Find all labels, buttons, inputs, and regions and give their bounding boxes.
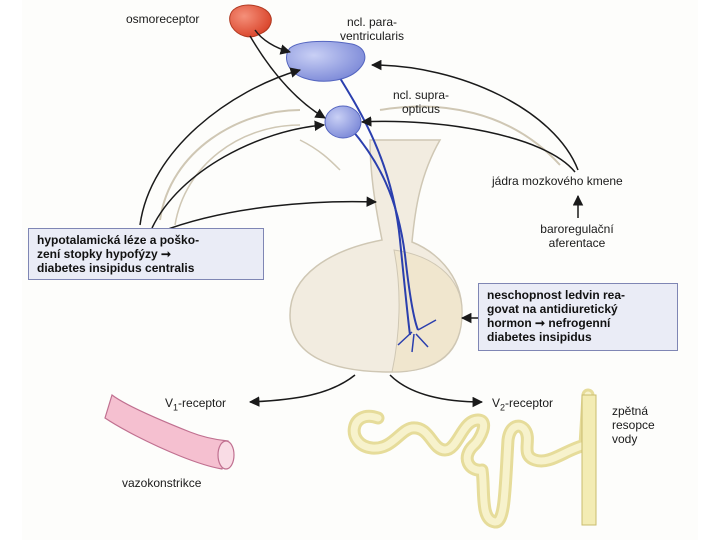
blood-vessel-lumen — [217, 440, 235, 470]
brain-outline-left-inner — [174, 124, 301, 226]
label-v1-receptor: V1-receptor — [165, 396, 227, 413]
label-water-reabsorption: zpětná resopce vody — [612, 404, 655, 446]
blood-vessel — [104, 393, 229, 470]
label-baroregulation-line2: aferentace — [548, 236, 606, 250]
label-water-reabsorption-line1: zpětná — [612, 404, 649, 418]
v1-suffix: -receptor — [178, 396, 227, 410]
label-water-reabsorption-line3: vody — [612, 432, 638, 446]
posterior-pituitary-lobe — [391, 249, 463, 373]
arrow-lesion-to-paraventricular — [139, 67, 302, 226]
central-diabetes-line3: diabetes insipidus centralis — [37, 261, 195, 275]
central-diabetes-line1: hypotalamická léze a poško- — [37, 233, 200, 247]
label-water-reabsorption-line2: resopce — [612, 418, 655, 432]
collecting-duct — [581, 394, 597, 526]
arrow-osmoreceptor-to-supraoptic — [249, 35, 326, 119]
v2-suffix: -receptor — [505, 396, 554, 410]
nephrogenic-diabetes-line1: neschopnost ledvin rea- — [487, 288, 626, 302]
third-ventricle-line — [299, 139, 341, 171]
arrow-osmoreceptor-to-paraventricular — [254, 29, 292, 55]
label-brainstem-nuclei: jádra mozkového kmene — [492, 174, 623, 188]
label-baroregulation-line1: baroregulační — [540, 222, 614, 236]
brain-outline-left — [159, 109, 301, 221]
label-v2-receptor: V2-receptor — [492, 396, 554, 413]
v1-subscript: 1 — [173, 402, 179, 413]
label-supraopticus-line1: ncl. supra- — [392, 88, 450, 102]
label-vasoconstriction: vazokonstrikce — [122, 476, 202, 490]
label-baroregulation: baroregulační aferentace — [522, 222, 632, 250]
nephrogenic-diabetes-line3: hormon ➞ nefrogenní — [487, 316, 611, 330]
arrow-brainstem-to-paraventricular — [370, 59, 579, 171]
arrow-pituitary-to-v2 — [389, 374, 484, 408]
label-paraventricularis-line1: ncl. para- — [346, 15, 398, 29]
supraoptic-nucleus — [324, 105, 362, 139]
nephrogenic-diabetes-line2: govat na antidiuretický — [487, 302, 618, 316]
osmoreceptor-cell — [229, 4, 272, 38]
supraoptic-axon — [344, 121, 419, 331]
central-diabetes-box: hypotalamická léze a poško- zení stopky … — [28, 228, 264, 280]
label-supraopticus: ncl. supra- opticus — [378, 88, 464, 116]
nephrogenic-diabetes-line4: diabetes insipidus — [487, 330, 592, 344]
arrow-lesion-to-stalk — [159, 196, 378, 233]
paraventricular-nucleus — [286, 40, 366, 82]
arrow-pituitary-to-v1 — [248, 374, 356, 407]
nephron-tubule-inner — [350, 391, 592, 526]
label-paraventricularis-line2: ventricularis — [339, 29, 405, 43]
axon-terminals — [397, 319, 437, 353]
v2-subscript: 2 — [500, 402, 506, 413]
arrow-brainstem-to-supraoptic — [360, 116, 576, 173]
brain-outline-right — [379, 105, 561, 166]
nephrogenic-diabetes-box: neschopnost ledvin rea- govat na antidiu… — [478, 283, 678, 351]
label-osmoreceptor: osmoreceptor — [126, 12, 200, 26]
label-paraventricularis: ncl. para- ventricularis — [322, 15, 422, 43]
arrow-lesion-to-supraoptic — [151, 120, 326, 229]
central-diabetes-line2: zení stopky hypofýzy ➞ — [37, 247, 172, 261]
label-supraopticus-line2: opticus — [401, 102, 441, 116]
v1-prefix: V — [165, 396, 174, 410]
v2-prefix: V — [492, 396, 501, 410]
